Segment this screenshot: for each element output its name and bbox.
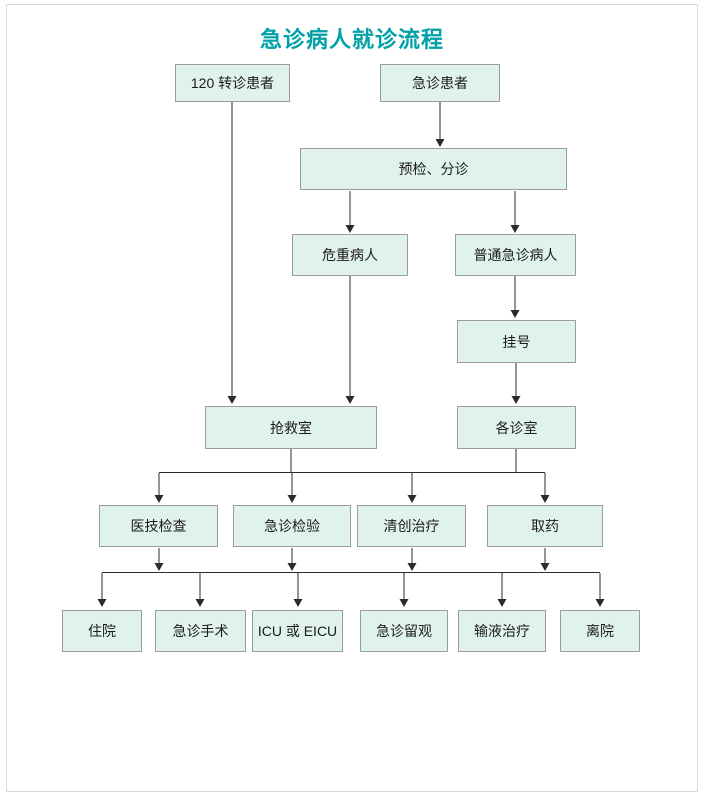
node-120-transfer: 120 转诊患者 [175,64,290,102]
page-border [6,4,698,792]
node-ordinary-patient: 普通急诊病人 [455,234,576,276]
node-observation: 急诊留观 [360,610,448,652]
diagram-title: 急诊病人就诊流程 [259,27,444,52]
node-infusion: 输液治疗 [458,610,546,652]
node-med-exam: 医技检查 [99,505,218,547]
node-critical-patient: 危重病人 [292,234,408,276]
node-register: 挂号 [457,320,576,363]
node-consult-rooms: 各诊室 [457,406,576,449]
node-hospitalize: 住院 [62,610,142,652]
node-triage: 预检、分诊 [300,148,567,190]
node-er-surgery: 急诊手术 [155,610,246,652]
node-er-test: 急诊检验 [233,505,351,547]
node-pharmacy: 取药 [487,505,603,547]
node-emergency-patient: 急诊患者 [380,64,500,102]
node-debridement: 清创治疗 [357,505,466,547]
node-icu: ICU 或 EICU [252,610,343,652]
node-rescue-room: 抢救室 [205,406,377,449]
node-discharge: 离院 [560,610,640,652]
